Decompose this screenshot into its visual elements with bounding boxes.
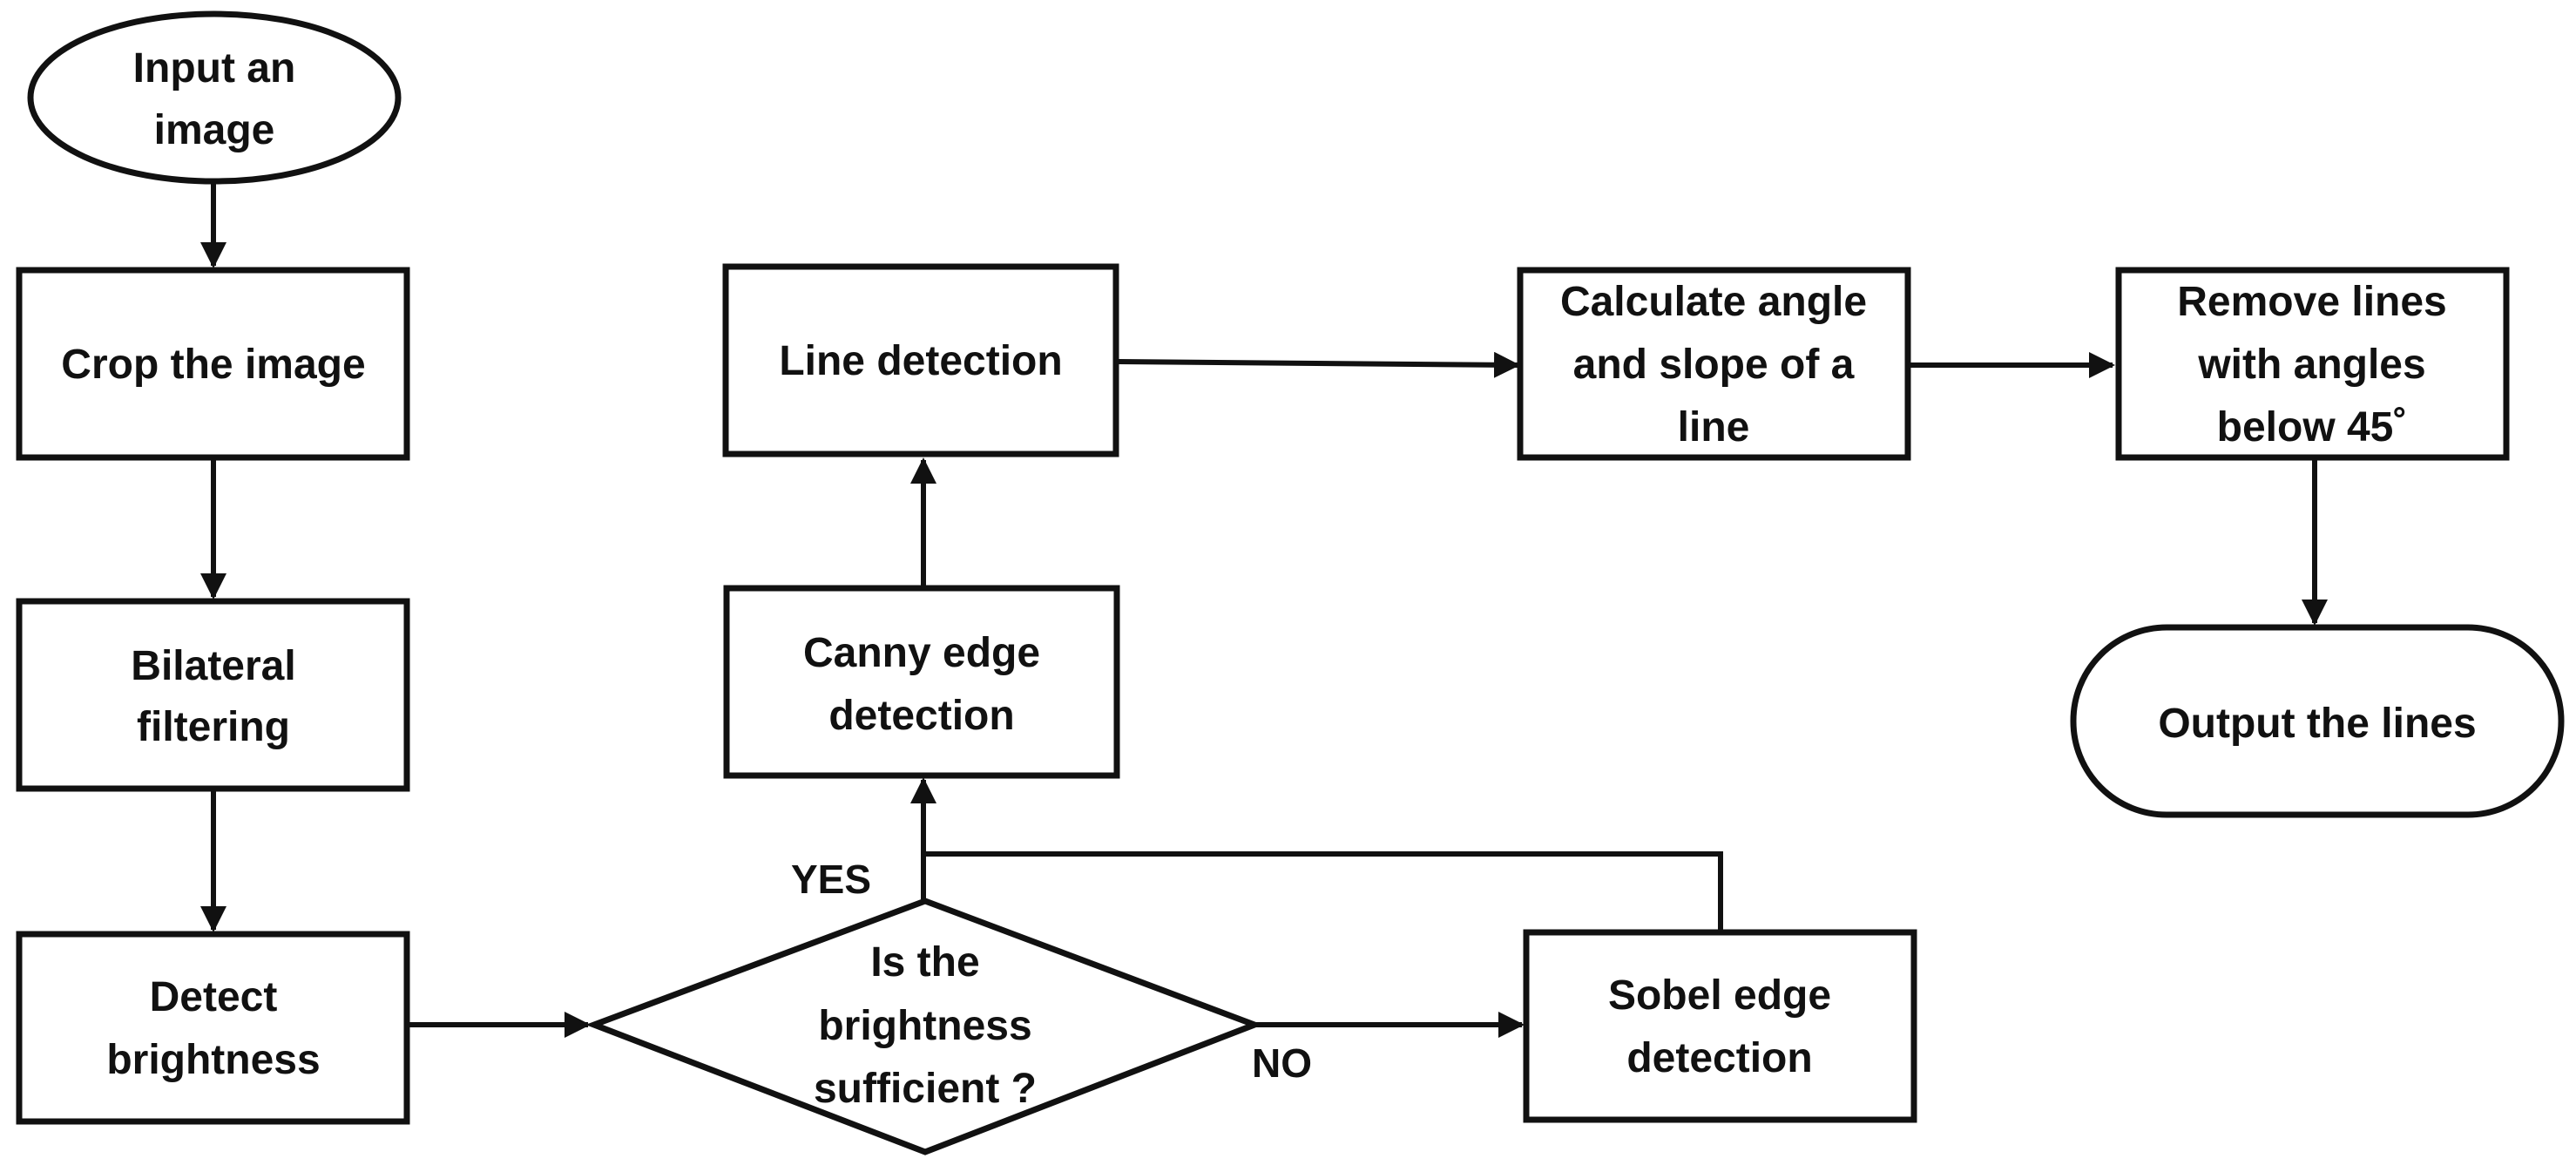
node-label: Bilateral (131, 643, 295, 689)
node-label: sufficient ? (814, 1066, 1037, 1112)
arrow-line-detection-to-calculate (1117, 351, 1520, 378)
node-label: filtering (137, 704, 290, 750)
process-node-line-detection: Line detection (722, 263, 1119, 457)
connector-sobel-to-canny (923, 851, 1723, 931)
node-label: detection (1626, 1035, 1812, 1081)
process-node-crop-image: Crop the image (16, 267, 410, 461)
process-node-calculate-angle: Calculate angle and slope of a line (1517, 267, 1911, 461)
node-label: Sobel edge (1608, 972, 1831, 1019)
process-node-bilateral-filtering: Bilateral filtering (16, 598, 410, 792)
yes-label: YES (791, 857, 871, 902)
node-label: below 45˚ (2217, 404, 2408, 451)
node-label: brightness (106, 1037, 320, 1083)
node-label: Remove lines (2177, 279, 2446, 325)
node-label: and slope of a (1573, 342, 1855, 388)
process-node-canny-edge: Canny edge detection (723, 585, 1120, 779)
process-node-remove-lines: Remove lines with angles below 45˚ (2115, 267, 2510, 461)
node-label: Detect (150, 974, 278, 1020)
node-label: brightness (818, 1003, 1031, 1049)
node-label: Output the lines (2158, 701, 2476, 747)
node-label: Line detection (779, 338, 1062, 384)
node-label: detection (828, 693, 1014, 739)
start-node-input-image: Input an image (27, 10, 402, 185)
node-label: Input an (133, 45, 296, 91)
end-node-output-lines: Output the lines (2070, 624, 2565, 818)
process-node-detect-brightness: Detect brightness (16, 931, 410, 1125)
no-label: NO (1252, 1040, 1312, 1086)
node-label: image (154, 107, 275, 153)
node-label: Is the (870, 939, 979, 986)
node-label: Crop the image (61, 342, 365, 388)
process-node-sobel-edge: Sobel edge detection (1523, 929, 1917, 1123)
node-label: with angles (2197, 342, 2425, 388)
node-label: Canny edge (803, 630, 1040, 676)
decision-node-brightness: Is the brightness sufficient ? (585, 898, 1263, 1155)
node-label: line (1678, 404, 1750, 451)
node-label: Calculate angle (1560, 279, 1867, 325)
connectors (200, 183, 2328, 1038)
